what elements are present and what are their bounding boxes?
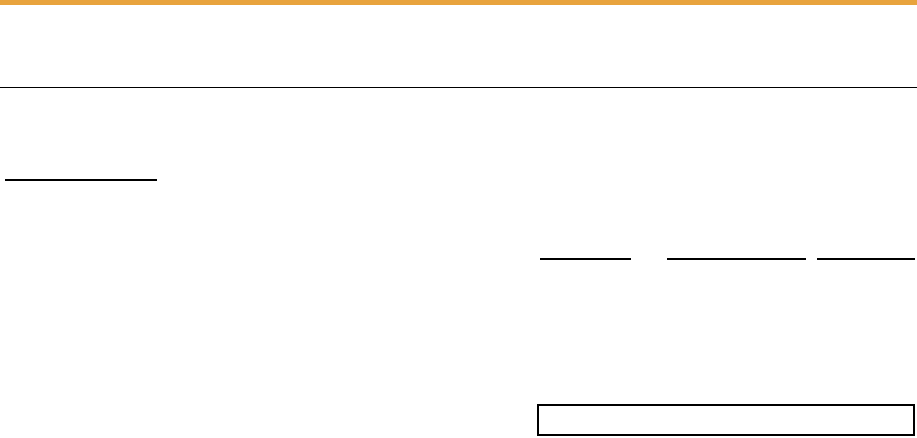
column-header-underline-1 <box>540 258 631 260</box>
column-header-underline-3 <box>817 258 915 260</box>
section-heading-underline <box>5 179 157 181</box>
total-box <box>537 404 915 436</box>
header-divider <box>0 87 917 88</box>
column-header-underline-2 <box>667 258 806 260</box>
top-accent-bar <box>0 0 917 5</box>
